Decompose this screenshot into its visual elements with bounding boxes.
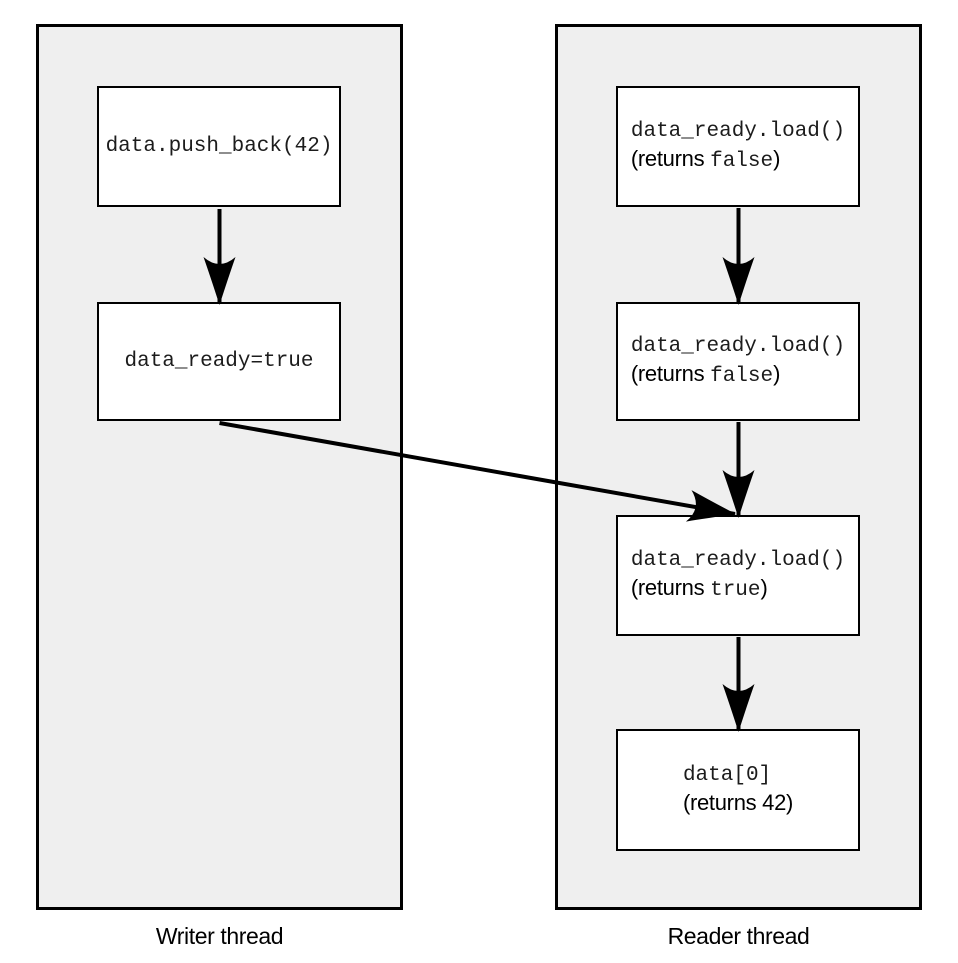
return-value-text: (returns true): [631, 574, 845, 604]
code-text: data_ready=true: [124, 350, 314, 373]
note-prefix: (returns 42): [682, 789, 794, 815]
node-content: data_ready=true: [124, 348, 313, 375]
node-content: data_ready.load() (returns false): [631, 118, 845, 175]
note-prefix: (returns: [630, 146, 711, 171]
return-value-text: (returns false): [631, 145, 845, 175]
return-value-text: (returns false): [631, 360, 845, 390]
code-text: data.push_back(42): [105, 135, 333, 158]
node-content: data_ready.load() (returns true): [631, 547, 845, 604]
code-text: data_ready.load(): [630, 120, 846, 143]
reader-node-read-data: data[0] (returns 42): [616, 729, 860, 851]
note-suffix: ): [760, 575, 768, 600]
code-text: data[0]: [682, 763, 772, 787]
reader-thread-label: Reader thread: [667, 923, 810, 949]
note-suffix: ): [773, 146, 781, 171]
return-value-text: (returns 42): [683, 789, 793, 819]
reader-node-load-1: data_ready.load() (returns false): [616, 86, 860, 207]
note-value: true: [710, 579, 761, 602]
note-prefix: (returns: [630, 575, 711, 600]
code-text: data_ready.load(): [630, 335, 846, 358]
node-content: data[0] (returns 42): [683, 762, 793, 819]
note-suffix: ): [773, 361, 781, 386]
writer-thread-label: Writer thread: [155, 923, 284, 949]
note-value: false: [710, 365, 774, 388]
node-content: data.push_back(42): [106, 133, 333, 160]
reader-node-load-2: data_ready.load() (returns false): [616, 302, 860, 421]
writer-node-set-data-ready: data_ready=true: [97, 302, 341, 421]
note-prefix: (returns: [630, 361, 711, 386]
writer-node-push-back: data.push_back(42): [97, 86, 341, 207]
code-text: data_ready.load(): [630, 549, 846, 572]
node-content: data_ready.load() (returns false): [631, 333, 845, 390]
note-value: false: [710, 150, 774, 173]
reader-node-load-3: data_ready.load() (returns true): [616, 515, 860, 636]
